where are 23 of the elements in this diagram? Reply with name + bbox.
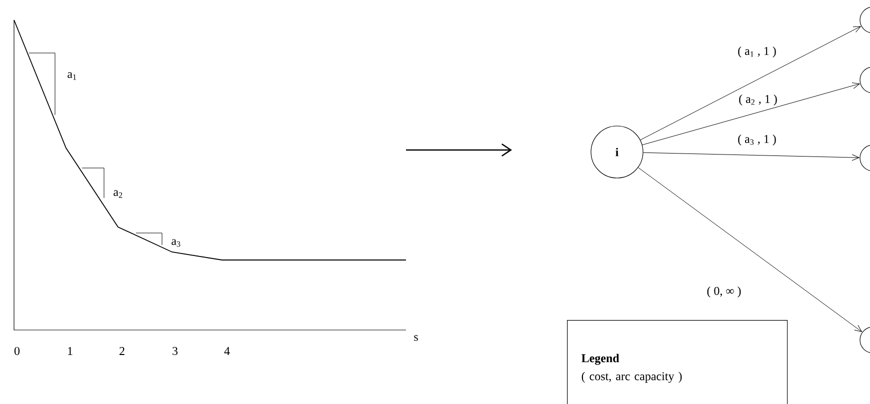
network-node: i <box>590 126 644 178</box>
tick-label: 1 <box>68 347 72 355</box>
arrow <box>640 26 861 140</box>
slope-label: a$_{1}$ <box>68 72 76 80</box>
edge-label: ( a$_{1}$ , 1 ) <box>738 46 776 58</box>
tick-label: 3 <box>172 346 178 356</box>
tick-label: 4 <box>224 347 230 355</box>
edge-label: ( 0, ∞ ) <box>707 286 741 298</box>
arrow <box>638 167 862 332</box>
tick-label: 2 <box>120 347 124 355</box>
network-node <box>860 144 870 172</box>
legend-box: Legend ( cost, arc capacity ) <box>567 320 788 404</box>
axis-label: s <box>414 335 418 341</box>
slope-label: a$_{2}$ <box>114 190 122 198</box>
edge-label: ( a$_{2}$ , 1 ) <box>739 94 777 106</box>
arrow <box>643 152 860 161</box>
network-node <box>860 6 870 34</box>
arrow <box>642 82 860 146</box>
network-node <box>860 326 870 354</box>
edge-label: ( a$_{3}$ , 1 ) <box>738 134 776 146</box>
network-node <box>860 66 870 94</box>
tick-label: 0 <box>14 346 20 356</box>
slope-label: a$_{3}$ <box>172 239 180 247</box>
